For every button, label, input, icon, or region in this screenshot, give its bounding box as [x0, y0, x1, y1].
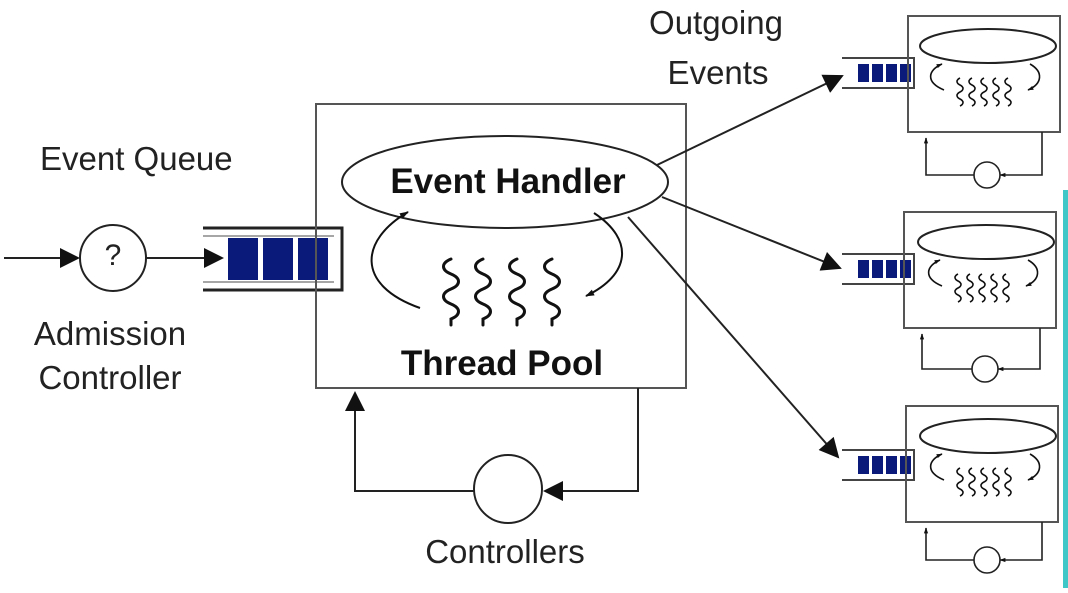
thread [474, 257, 492, 327]
queue-slot [872, 456, 883, 474]
event-handler-label: Event Handler [390, 162, 626, 201]
queue-slot [228, 238, 258, 280]
stage-box [315, 103, 687, 389]
queue-slot [872, 64, 883, 82]
downstream-stage [842, 211, 1057, 383]
downstream-stage [842, 405, 1059, 574]
thread-to-handler-arrow [370, 211, 421, 309]
event-handler-ellipse [341, 135, 669, 229]
admission-symbol: ? [104, 239, 122, 272]
queue-slot [872, 260, 883, 278]
controller-to-stage-line [345, 391, 474, 492]
admission-controller-label-line2: Controller [38, 359, 182, 396]
queue-slot [263, 238, 293, 280]
thread [543, 257, 561, 327]
event-queue [203, 226, 344, 292]
thread [442, 257, 460, 327]
thread-pool-label: Thread Pool [400, 344, 604, 383]
admission-controller-label-line1: Admission [33, 315, 187, 352]
controller-node [473, 454, 543, 524]
outgoing-events-label-line2: Events [667, 54, 769, 91]
queue-slot [886, 456, 897, 474]
thread-pool-threads [442, 257, 561, 327]
queue-slot [886, 64, 897, 82]
queue-slot [900, 260, 911, 278]
queue-slot [900, 64, 911, 82]
queue-slot [858, 456, 869, 474]
outgoing-arrow [627, 216, 840, 459]
event-queue-label: Event Queue [40, 140, 233, 177]
stage-to-controller-line [543, 388, 639, 501]
outgoing-events-label-line1: Outgoing [649, 4, 783, 41]
handler-to-thread-arrow [585, 212, 623, 297]
queue-slot [858, 64, 869, 82]
thread [508, 257, 526, 327]
outgoing-arrow [656, 74, 844, 166]
controllers-label: Controllers [425, 533, 585, 570]
edge-accent [1063, 190, 1068, 588]
outgoing-arrow [661, 196, 842, 271]
queue-slot [298, 238, 328, 280]
downstream-stage [842, 15, 1061, 189]
queue-slot [886, 260, 897, 278]
queue-slot [858, 260, 869, 278]
